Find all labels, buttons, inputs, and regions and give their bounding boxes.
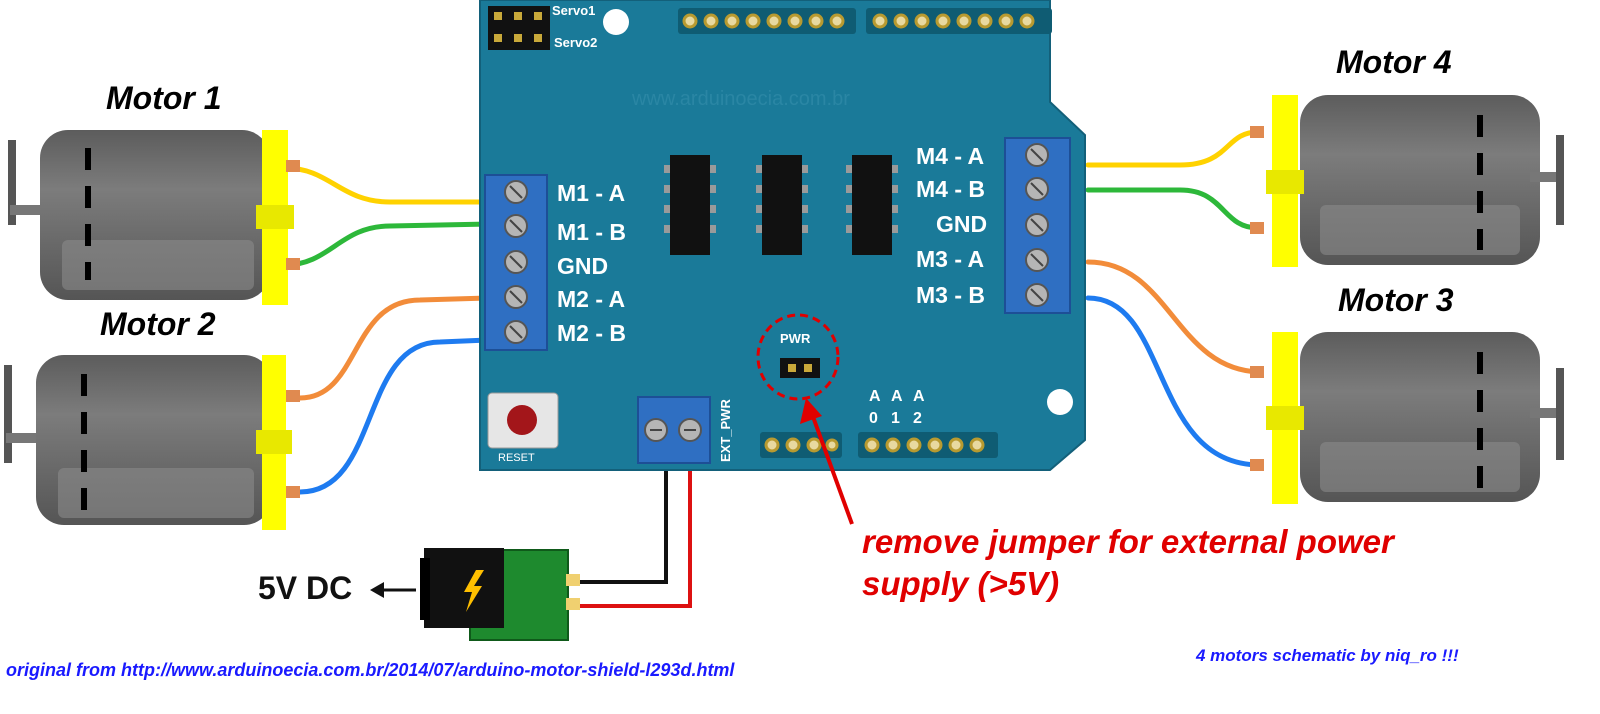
wire-power-red — [576, 466, 692, 608]
terminal-label-m2-a: M2 - A — [557, 286, 626, 312]
ext-pwr-label: EXT_PWR — [718, 399, 733, 462]
wire-m1-a — [282, 165, 493, 205]
motor-3-graphic — [1250, 332, 1564, 504]
analog-label-a2-num: 2 — [913, 410, 922, 427]
servo2-label: Servo2 — [554, 35, 598, 50]
motor-2-title: Motor 2 — [100, 306, 216, 342]
analog-label-a1-num: 1 — [891, 410, 900, 427]
terminal-label-m2-b: M2 - B — [557, 320, 626, 346]
dc-jack — [420, 548, 580, 641]
terminal-label-m1-a: M1 - A — [557, 180, 626, 206]
analog-label-a0-num: 0 — [869, 410, 878, 427]
terminal-label-m4-b: M4 - B — [916, 176, 985, 202]
wire-m4-a — [1085, 129, 1261, 168]
terminal-label-m3-b: M3 - B — [916, 282, 985, 308]
analog-label-a1-a: A — [891, 388, 903, 405]
motor-2-graphic — [4, 355, 300, 530]
motor-4-graphic — [1250, 95, 1564, 267]
jumper-note-line2: supply (>5V) — [862, 565, 1060, 602]
watermark: www.arduinoecia.com.br — [632, 88, 850, 110]
right-terminal-block — [1004, 137, 1071, 314]
motor-1-title: Motor 1 — [106, 80, 222, 116]
analog-label-a2-a: A — [913, 388, 925, 405]
terminal-label-gnd-left: GND — [557, 253, 609, 279]
motor-shield-board — [479, 0, 1086, 471]
motor-1-graphic — [8, 130, 300, 305]
wires — [282, 129, 1263, 608]
terminal-label-m1-b: M1 - B — [557, 219, 626, 245]
motor-3-title: Motor 3 — [1338, 282, 1454, 318]
author-credit: 4 motors schematic by niq_ro !!! — [1196, 646, 1459, 665]
bottom-header-pins — [760, 432, 998, 458]
terminal-label-m3-a: M3 - A — [916, 246, 985, 272]
analog-label-a0-a: A — [869, 388, 881, 405]
pwr-jumper — [756, 313, 840, 401]
top-header-pins — [678, 8, 1052, 34]
pwr-label: PWR — [780, 331, 811, 346]
wire-m4-b — [1085, 187, 1261, 231]
wire-power-black — [576, 466, 668, 584]
wire-m1-b — [282, 221, 493, 268]
wire-m2-a — [297, 295, 491, 401]
reset-label: RESET — [498, 452, 535, 464]
motor-4-title: Motor 4 — [1336, 44, 1452, 80]
wire-m2-b — [297, 337, 491, 495]
ext-pwr-terminal — [637, 396, 711, 464]
mounting-hole — [1047, 389, 1073, 415]
wire-m3-a — [1085, 259, 1263, 375]
reset-button-graphic — [487, 392, 559, 449]
jumper-note-line1: remove jumper for external power — [862, 523, 1394, 560]
source-credit: original from http://www.arduinoecia.com… — [6, 660, 735, 680]
servo1-label: Servo1 — [552, 3, 596, 18]
servo-header — [488, 6, 550, 50]
wire-m3-b — [1085, 295, 1263, 468]
left-terminal-block — [484, 174, 548, 351]
dc-voltage-label: 5V DC — [258, 570, 353, 606]
driver-ic-chips — [664, 155, 898, 255]
terminal-label-m4-a: M4 - A — [916, 143, 985, 169]
annotation-arrow — [800, 398, 854, 525]
mounting-hole — [603, 9, 629, 35]
dc-arrow — [370, 582, 416, 598]
terminal-label-gnd-right: GND — [936, 211, 988, 237]
